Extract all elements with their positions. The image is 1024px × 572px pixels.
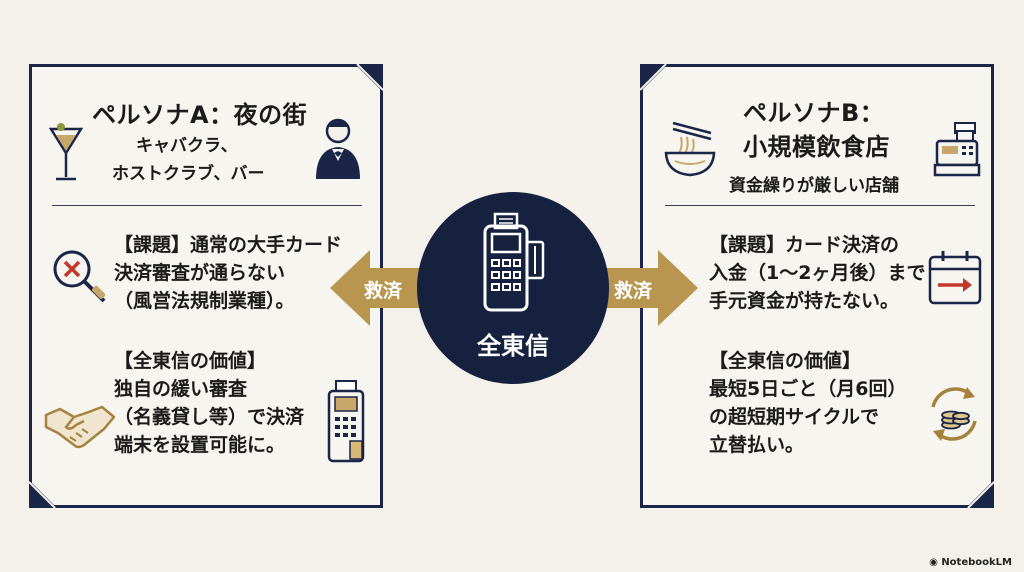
persona-b-value-line-2: 最短5日ごと（月6回） bbox=[709, 378, 907, 400]
cocktail-glass-icon bbox=[48, 123, 84, 181]
corner-fold-bottom-left bbox=[29, 480, 57, 508]
persona-a-title: ペルソナA：夜の街 bbox=[92, 101, 308, 129]
corner-fold-top-right bbox=[355, 64, 383, 92]
host-person-icon bbox=[316, 118, 360, 179]
corner-fold-bottom-right bbox=[966, 480, 994, 508]
rescue-arrow-right bbox=[598, 250, 698, 326]
persona-b-divider bbox=[665, 205, 975, 206]
ramen-bowl-icon bbox=[664, 121, 716, 177]
persona-a-issue: 【課題】通常の大手カード 決済審査が通らない （風営法規制業種）。 bbox=[114, 231, 342, 315]
persona-a-value-line-4: 端末を設置可能に。 bbox=[114, 434, 286, 456]
persona-a-issue-line-1: 【課題】通常の大手カード bbox=[114, 234, 343, 256]
persona-b-issue-line-2: 入金（1〜2ヶ月後）まで bbox=[709, 262, 926, 284]
cash-register-icon bbox=[933, 122, 981, 177]
brand-label: NotebookLM bbox=[941, 557, 1012, 568]
persona-b-value: 【全東信の価値】 最短5日ごと（月6回） の超短期サイクルで 立替払い。 bbox=[709, 347, 906, 459]
rescue-arrow-right-label: 救済 bbox=[614, 280, 653, 302]
persona-a-subtitle-2: ホストクラブ、バー bbox=[112, 164, 265, 184]
zentoshin-hub: 全東信 bbox=[417, 192, 609, 384]
notebooklm-logo-icon: ◉ bbox=[929, 557, 938, 568]
calendar-delay-icon bbox=[928, 251, 982, 305]
rescue-arrow-left bbox=[330, 250, 430, 326]
persona-b-value-line-4: 立替払い。 bbox=[709, 434, 805, 456]
persona-b-title-line-2: 小規模飲食店 bbox=[743, 133, 890, 161]
persona-a-issue-line-2: 決済審査が通らない bbox=[114, 262, 286, 284]
corner-fold-top-left bbox=[640, 64, 668, 92]
rescue-arrow-left-label: 救済 bbox=[364, 280, 403, 302]
payment-terminal-small-icon bbox=[327, 380, 365, 463]
persona-a-subtitle-1: キャバクラ、 bbox=[136, 136, 238, 156]
persona-b-issue-line-1: 【課題】カード決済の bbox=[709, 234, 900, 256]
persona-a-issue-line-3: （風営法規制業種）。 bbox=[114, 290, 295, 312]
persona-a-value-line-1: 【全東信の価値】 bbox=[114, 350, 267, 372]
persona-b-value-line-3: の超短期サイクルで bbox=[709, 406, 880, 428]
notebooklm-brand: ◉ NotebookLM bbox=[929, 557, 1012, 568]
persona-b-issue: 【課題】カード決済の 入金（1〜2ヶ月後）まで 手元資金が持たない。 bbox=[709, 231, 925, 315]
payment-terminal-icon bbox=[483, 212, 545, 312]
persona-a-value-line-3: （名義貸し等）で決済 bbox=[114, 406, 305, 428]
persona-a-value: 【全東信の価値】 独自の緩い審査 （名義貸し等）で決済 端末を設置可能に。 bbox=[114, 347, 304, 459]
hub-label: 全東信 bbox=[477, 332, 549, 360]
persona-a-divider bbox=[52, 205, 362, 206]
persona-a-value-line-2: 独自の緩い審査 bbox=[114, 378, 248, 400]
handshake-icon bbox=[44, 405, 116, 449]
persona-a-card: ペルソナA：夜の街 キャバクラ、 ホストクラブ、バー 【課題】通常の大手カード … bbox=[29, 64, 383, 508]
persona-b-issue-line-3: 手元資金が持たない。 bbox=[709, 290, 900, 312]
persona-b-card: ペルソナB： 小規模飲食店 資金繰りが厳しい店舗 【課題】カード決済の 入金（1… bbox=[640, 64, 994, 508]
coin-cycle-icon bbox=[931, 387, 977, 441]
search-reject-icon bbox=[53, 250, 106, 303]
persona-b-title-line-1: ペルソナB： bbox=[743, 99, 885, 127]
persona-b-value-line-1: 【全東信の価値】 bbox=[709, 350, 862, 372]
persona-b-subtitle: 資金繰りが厳しい店舗 bbox=[729, 176, 899, 196]
